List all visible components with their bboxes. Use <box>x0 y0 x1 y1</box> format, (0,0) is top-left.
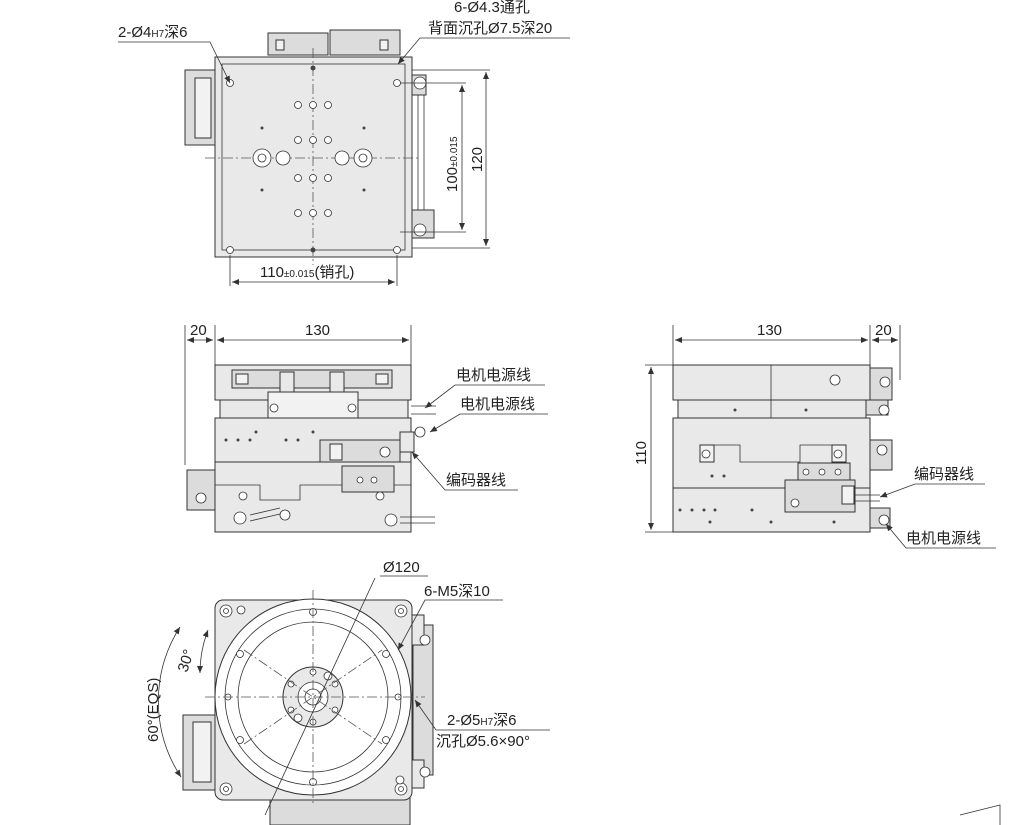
rotary-view-tapped-hole-label: 6-M5深10 <box>424 583 490 600</box>
top-view-pin-hole-label: 2-Ø4H7深6 <box>118 24 188 41</box>
front-view-left-offset-dim: 20 <box>190 322 207 339</box>
front-view-motor-power-label-2: 电机电源线 <box>460 396 535 413</box>
rotary-view-angle-30-label: 30° <box>175 647 198 674</box>
top-view-main-plate <box>214 56 413 258</box>
front-view-encoder-label: 编码器线 <box>446 472 506 489</box>
rotary-view-pin-hole-label: 2-Ø5H7深6 <box>447 712 517 729</box>
top-view-through-hole-label: 6-Ø4.3通孔 <box>454 0 530 16</box>
side-view-right-offset-dim: 20 <box>875 322 892 339</box>
corner-fragment <box>959 804 1001 825</box>
front-view-width-dim: 130 <box>305 322 330 339</box>
rotary-view-diameter-label: Ø120 <box>383 559 420 576</box>
top-view-vertical-pitch-dim: 100±0.015 <box>444 136 461 192</box>
side-view: 130 20 110 <box>633 322 996 549</box>
side-view-height-dim: 110 <box>633 441 650 465</box>
front-view: 20 130 <box>184 322 548 533</box>
rotary-view: 60°(EQS) 30° Ø120 6-M5深10 2-Ø5H7深6 沉孔Ø5.… <box>145 559 550 825</box>
top-view-pin-pitch-dim: 110±0.015(销孔) <box>260 264 354 281</box>
side-view-motor-power-label: 电机电源线 <box>906 530 981 547</box>
side-view-encoder-label: 编码器线 <box>914 466 974 483</box>
rotary-view-angle-60-label: 60°(EQS) <box>145 678 162 742</box>
top-view: 2-Ø4H7深6 6-Ø4.3通孔 背面沉孔Ø7.5深20 110±0.015(… <box>118 0 570 286</box>
top-view-top-bracket-right <box>329 29 401 56</box>
side-view-top-carriage <box>672 364 871 401</box>
top-view-counterbore-label: 背面沉孔Ø7.5深20 <box>428 20 552 37</box>
side-view-width-dim: 130 <box>757 322 782 339</box>
front-view-motor-power-label-1: 电机电源线 <box>456 367 531 384</box>
top-view-height-dim: 120 <box>469 147 486 172</box>
rotary-view-countersink-label: 沉孔Ø5.6×90° <box>436 733 530 750</box>
front-view-left-motor <box>186 469 216 511</box>
